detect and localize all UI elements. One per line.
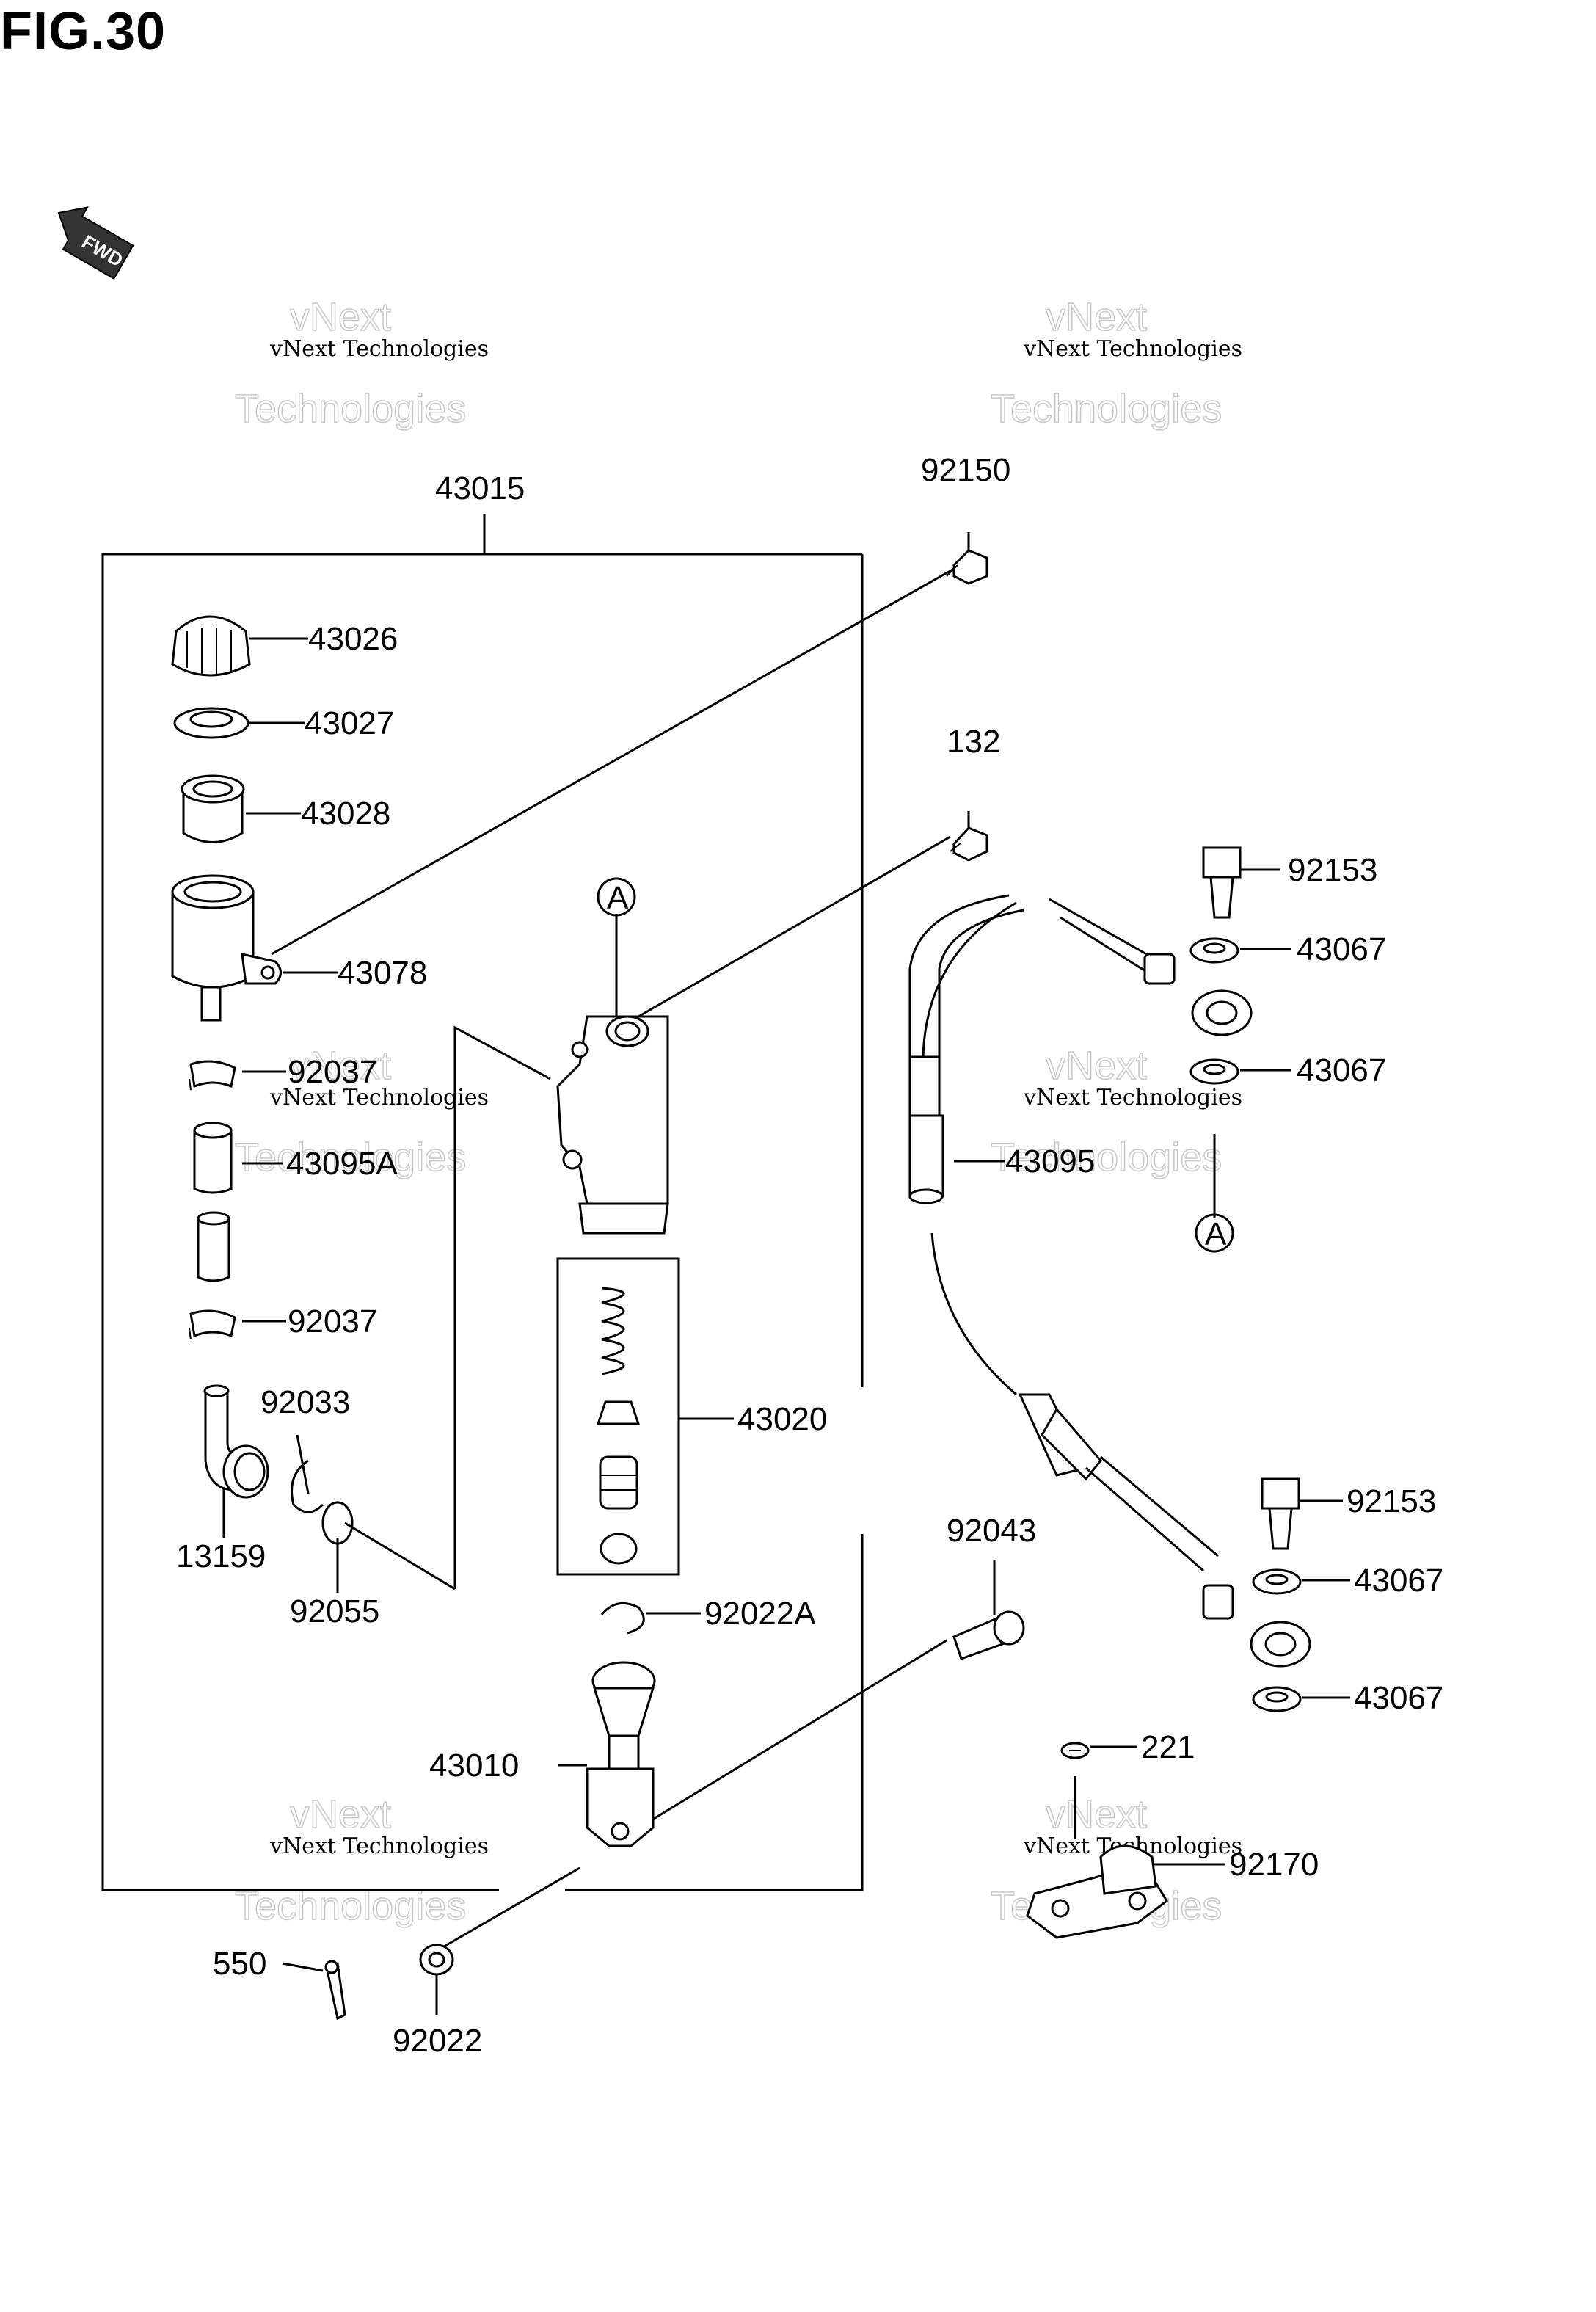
label-92153: 92153	[1347, 1483, 1436, 1519]
ref-marker-a: A	[597, 877, 636, 917]
label-43015: 43015	[435, 470, 525, 506]
figure-title: FIG.30	[0, 2, 167, 61]
watermark-text: vNext Technologies	[269, 1085, 489, 1110]
diaphragm-plate[interactable]	[173, 707, 249, 739]
label-43020: 43020	[737, 1401, 827, 1437]
watermark-text: vNext Technologies	[1023, 1085, 1242, 1110]
label-43010: 43010	[429, 1748, 519, 1784]
label-221: 221	[1141, 1729, 1195, 1765]
circlip[interactable]	[291, 1459, 324, 1513]
label-92033: 92033	[260, 1384, 350, 1420]
label-43028: 43028	[301, 796, 390, 832]
label-92055: 92055	[290, 1593, 379, 1629]
push-rod[interactable]	[586, 1661, 656, 1847]
hose-elbow[interactable]	[203, 1384, 269, 1499]
bleeder-bolt-132[interactable]	[950, 826, 988, 862]
copper-washer[interactable]	[1189, 1058, 1239, 1085]
label-92153: 92153	[1288, 852, 1377, 888]
watermark-text: vNext Technologies	[269, 336, 489, 362]
watermark-text: vNext	[290, 1044, 391, 1088]
hose-clamp[interactable]	[189, 1060, 236, 1091]
watermark-text: vNext	[1046, 1792, 1147, 1836]
label-13159: 13159	[176, 1538, 266, 1574]
label-550: 550	[213, 1946, 266, 1982]
copper-washer[interactable]	[1252, 1568, 1302, 1595]
master-cylinder-body[interactable]	[556, 1015, 669, 1235]
label-92022: 92022	[393, 2023, 482, 2059]
watermark-text: vNext Technologies	[1023, 336, 1242, 362]
banjo-bolt-92150[interactable]	[946, 549, 988, 585]
watermark-text: vNext Technologies	[269, 1833, 489, 1859]
label-43078: 43078	[338, 955, 427, 991]
svg-text:A: A	[607, 880, 629, 916]
ref-marker-a: A	[1195, 1213, 1234, 1253]
banjo-bolt-92153[interactable]	[1202, 846, 1242, 919]
label-43067: 43067	[1354, 1563, 1443, 1599]
fwd-arrow-icon: FWD	[57, 206, 134, 280]
hose-clamp-92170[interactable]	[1026, 1844, 1168, 1939]
brake-hose[interactable]	[908, 894, 1311, 1668]
label-92037: 92037	[288, 1304, 377, 1339]
watermark-text: vNext	[1046, 1044, 1147, 1088]
diaphragm[interactable]	[181, 774, 245, 843]
washer-92022[interactable]	[419, 1944, 454, 1976]
label-132: 132	[947, 724, 1000, 760]
svg-text:A: A	[1205, 1216, 1227, 1252]
label-43026: 43026	[308, 621, 398, 657]
watermark-text: Technologies	[235, 1135, 466, 1179]
label-43067: 43067	[1297, 1053, 1386, 1088]
circlip-92022a[interactable]	[600, 1602, 645, 1635]
label-92150: 92150	[921, 452, 1010, 488]
copper-washer[interactable]	[1189, 937, 1239, 964]
label-92037: 92037	[288, 1054, 377, 1090]
banjo-bolt-92153[interactable]	[1261, 1477, 1300, 1550]
label-43067: 43067	[1354, 1680, 1443, 1716]
o-ring[interactable]	[321, 1501, 354, 1545]
clevis-pin[interactable]	[952, 1610, 1025, 1660]
reservoir-tank[interactable]	[171, 874, 282, 1022]
label-43027: 43027	[305, 705, 394, 741]
watermark-text: vNext	[290, 295, 391, 339]
copper-washer[interactable]	[1252, 1686, 1302, 1712]
label-43095: 43095	[1005, 1144, 1095, 1179]
label-92022a: 92022A	[704, 1596, 816, 1632]
watermark-text: Technologies	[991, 387, 1222, 431]
label-92043: 92043	[947, 1513, 1036, 1549]
watermark-text: Technologies	[235, 387, 466, 431]
label-92170: 92170	[1229, 1847, 1319, 1883]
assembly-frame	[101, 514, 864, 1891]
watermark-text: vNext	[1046, 295, 1147, 339]
piston-kit[interactable]	[596, 1287, 641, 1565]
hose-clamp[interactable]	[189, 1309, 236, 1340]
reservoir-cap[interactable]	[171, 615, 251, 677]
watermark-text: vNext	[290, 1792, 391, 1836]
label-43067: 43067	[1297, 931, 1386, 967]
cotter-pin[interactable]	[324, 1960, 346, 2021]
reservoir-hose[interactable]	[193, 1122, 233, 1282]
label-43095a: 43095A	[286, 1146, 398, 1182]
leader-lines	[222, 532, 1350, 2015]
watermark-text: Technologies	[991, 1135, 1222, 1179]
screw-221[interactable]	[1060, 1742, 1090, 1759]
part-labels: 43015 92150 43026 43027 43028 43078 132 …	[176, 452, 1443, 2059]
watermark: vNext vNext Technologies Technologies vN…	[234, 294, 1242, 1929]
